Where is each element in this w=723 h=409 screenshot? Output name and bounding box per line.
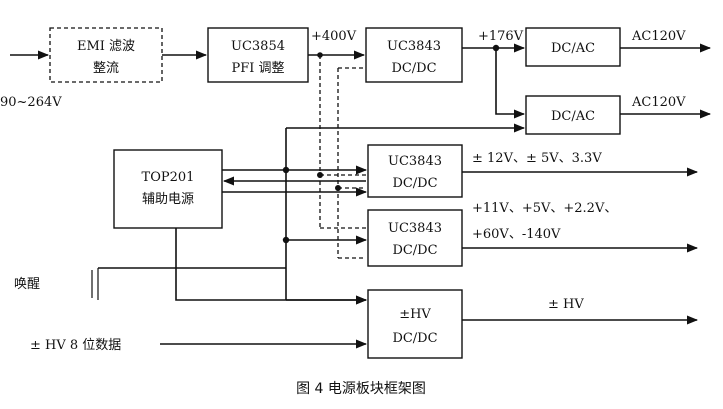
bus-176v-label: +176V [478, 29, 524, 44]
hv-output-label: ± HV [548, 297, 584, 312]
ac-output-1-label: AC120V [631, 29, 686, 44]
svg-text:UC3854: UC3854 [231, 39, 285, 54]
input-voltage-label: 90~264V [0, 95, 62, 110]
svg-text:辅助电源: 辅助电源 [142, 192, 194, 207]
svg-text:DC/DC: DC/DC [392, 243, 437, 258]
svg-text:DC/DC: DC/DC [392, 331, 437, 346]
svg-text:UC3843: UC3843 [388, 221, 442, 236]
low-voltage-outputs-label: ± 12V、± 5V、3.3V [472, 151, 602, 166]
svg-text:PFI 调整: PFI 调整 [231, 61, 284, 76]
wake-switch: 唤醒 [14, 267, 286, 300]
svg-text:DC/DC: DC/DC [391, 61, 436, 76]
aux-power-block: TOP201 辅助电源 [113, 149, 223, 229]
dcdc-low-voltage-block: UC3843 DC/DC [367, 144, 463, 198]
dcac-block-2: DC/AC [525, 95, 621, 135]
dcdc-main-block: UC3843 DC/DC [365, 27, 463, 83]
svg-text:DC/AC: DC/AC [551, 41, 595, 56]
mid-voltage-outputs-label-2: +60V、-140V [472, 227, 561, 242]
hv-bus-distribution [317, 52, 366, 259]
svg-text:UC3843: UC3843 [387, 39, 441, 54]
dcdc-mid-voltage-block: UC3843 DC/DC [367, 209, 463, 267]
svg-text:TOP201: TOP201 [142, 170, 195, 185]
outputs [462, 167, 699, 325]
emi-filter-block: EMI 滤波 整流 [49, 27, 163, 83]
svg-text:唤醒: 唤醒 [14, 277, 40, 292]
main-power-path [10, 43, 712, 119]
svg-text:整流: 整流 [93, 61, 119, 76]
ac-output-2-label: AC120V [631, 95, 686, 110]
dcac-block-1: DC/AC [525, 27, 621, 67]
svg-text:DC/AC: DC/AC [551, 109, 595, 124]
svg-text:±HV: ±HV [399, 307, 431, 322]
pfc-block: UC3854 PFI 调整 [207, 27, 309, 83]
hv-data-label: ± HV 8 位数据 [30, 338, 121, 353]
svg-text:UC3843: UC3843 [388, 154, 442, 169]
bus-400v-label: +400V [311, 29, 357, 44]
mid-voltage-outputs-label-1: +11V、+5V、+2.2V、 [472, 201, 617, 216]
figure-caption: 图 4 电源板块框架图 [296, 381, 426, 397]
svg-text:DC/DC: DC/DC [392, 176, 437, 191]
hv-dcdc-block: ±HV DC/DC [367, 289, 463, 359]
svg-text:EMI 滤波: EMI 滤波 [77, 39, 135, 54]
aux-to-hv-line [175, 228, 368, 305]
